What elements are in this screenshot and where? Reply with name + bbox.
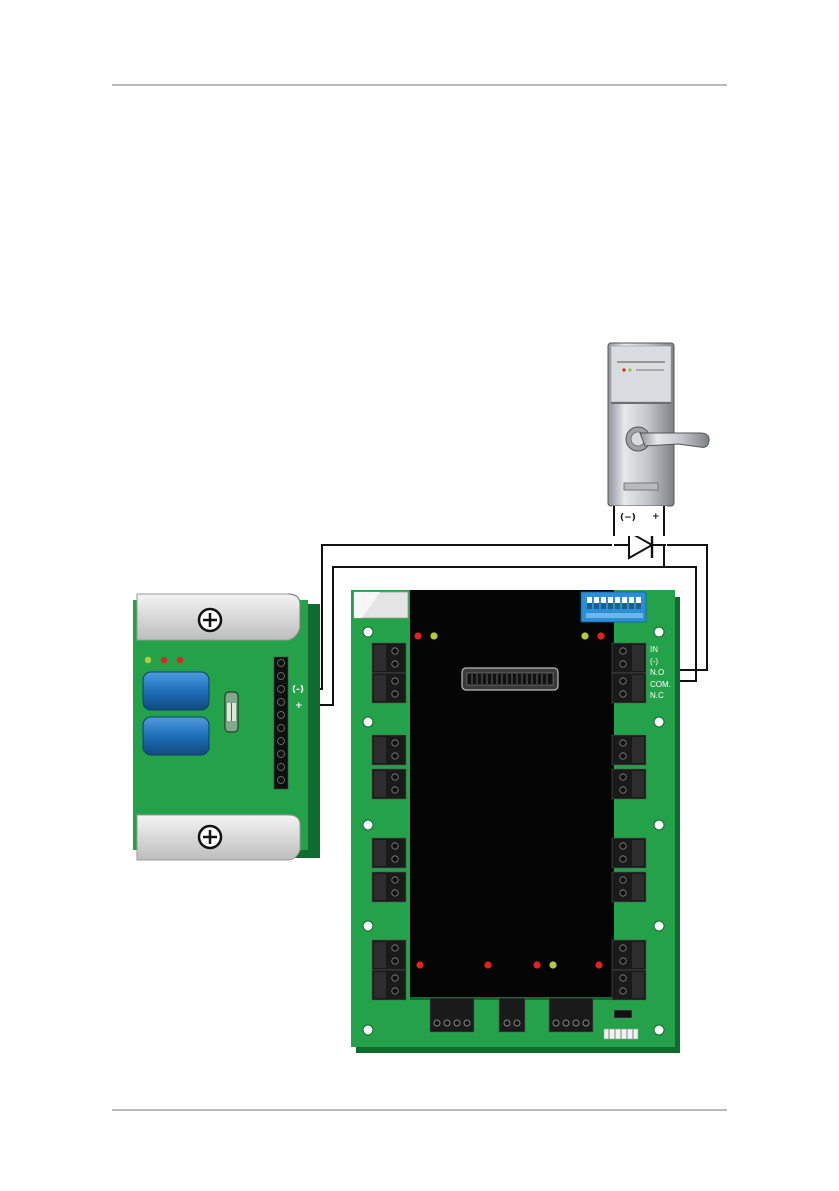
dip-switch-icon — [581, 592, 646, 622]
lock-plus-label: + — [652, 512, 660, 522]
mounting-bracket-bottom — [137, 815, 300, 860]
led-icon — [581, 632, 588, 639]
led-icon — [597, 632, 604, 639]
card-slot-icon — [624, 483, 658, 490]
terminal-block-icon — [430, 998, 593, 1032]
led-icon — [161, 657, 167, 663]
power-supply-board — [133, 594, 320, 860]
led-icon — [177, 657, 183, 663]
psu-plus-label: + — [295, 701, 303, 711]
relay-label-com: COM. — [650, 680, 671, 689]
screw-icon — [199, 826, 221, 848]
controller-board — [351, 590, 680, 1053]
terminal-block-icon — [274, 657, 288, 789]
ribbon-connector-icon — [462, 668, 558, 690]
led-icon — [622, 368, 625, 371]
led-icon — [533, 961, 540, 968]
led-icon — [484, 961, 491, 968]
diode-icon — [612, 532, 667, 567]
relay-label-negative: (-) — [650, 657, 658, 666]
screw-icon — [199, 609, 221, 631]
door-lock-icon — [608, 343, 709, 536]
psu-minus-label: (-) — [292, 685, 304, 695]
mounting-bracket-top — [137, 594, 300, 640]
led-icon — [430, 632, 437, 639]
led-icon — [628, 368, 631, 371]
lock-minus-label: (−) — [620, 513, 636, 523]
led-icon — [416, 961, 423, 968]
led-icon — [414, 632, 421, 639]
relay-label-nc: N.C — [650, 691, 664, 700]
relay-label-in: IN — [650, 645, 658, 654]
led-icon — [549, 961, 556, 968]
led-icon — [145, 657, 151, 663]
led-icon — [595, 961, 602, 968]
relay-label-no: N.O — [650, 668, 664, 677]
fuse-icon — [225, 692, 238, 732]
